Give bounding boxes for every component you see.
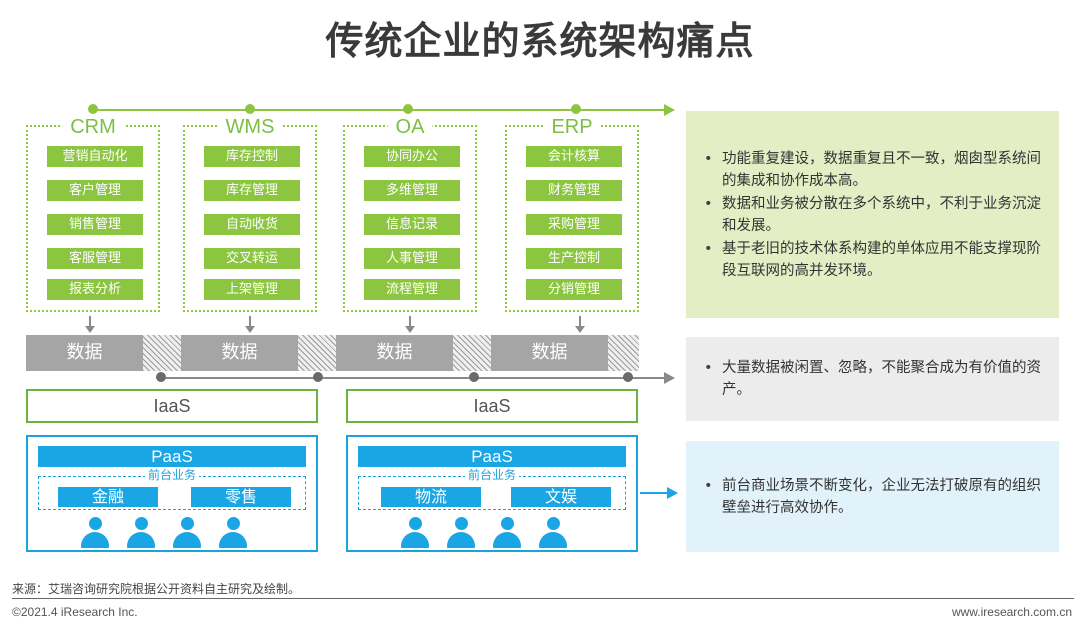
module-box: 营销自动化 — [47, 146, 143, 167]
front-business-label: 前台业务 — [464, 468, 520, 482]
paas-box: PaaS 前台业务 物流 文娱 — [346, 435, 638, 552]
module-box: 财务管理 — [526, 180, 622, 201]
pain-point-bullet: 功能重复建设，数据重复且不一致，烟囱型系统间的集成和协作成本高。 — [704, 148, 1045, 192]
down-arrow — [245, 316, 255, 333]
down-arrow — [405, 316, 415, 333]
timeline-dot — [156, 372, 166, 382]
down-arrow — [575, 316, 585, 333]
timeline-dot — [245, 104, 255, 114]
top-timeline-arrow — [90, 104, 675, 116]
user-icon — [446, 517, 476, 549]
footer-divider — [12, 598, 1074, 599]
data-block: 数据 — [181, 335, 298, 371]
data-hatch — [608, 335, 639, 371]
pain-point-bullet: 大量数据被闲置、忽略，不能聚合成为有价值的资产。 — [704, 357, 1045, 401]
data-block: 数据 — [491, 335, 608, 371]
front-business-area: 前台业务 金融 零售 — [38, 468, 306, 510]
module-box: 上架管理 — [204, 279, 300, 300]
pain-point-bullet: 前台商业场景不断变化，企业无法打破原有的组织壁垒进行高效协作。 — [704, 475, 1045, 519]
module-box: 库存控制 — [204, 146, 300, 167]
paas-bar: PaaS — [358, 446, 626, 467]
pain-point-panel-systems: 功能重复建设，数据重复且不一致，烟囱型系统间的集成和协作成本高。 数据和业务被分… — [686, 111, 1059, 318]
business-box: 零售 — [191, 487, 291, 507]
system-title: WMS — [217, 115, 283, 139]
module-box: 会计核算 — [526, 146, 622, 167]
system-title: OA — [387, 115, 433, 139]
front-business-area: 前台业务 物流 文娱 — [358, 468, 626, 510]
pain-point-panel-front: 前台商业场景不断变化，企业无法打破原有的组织壁垒进行高效协作。 — [686, 441, 1059, 552]
business-box: 文娱 — [511, 487, 611, 507]
down-arrow — [85, 316, 95, 333]
system-crm: CRM 营销自动化 客户管理 销售管理 客服管理 报表分析 — [26, 115, 160, 312]
module-box: 销售管理 — [47, 214, 143, 235]
module-box: 交叉转运 — [204, 248, 300, 269]
timeline-dot — [571, 104, 581, 114]
user-icon — [172, 517, 202, 549]
data-hatch — [453, 335, 491, 371]
module-box: 多维管理 — [364, 180, 460, 201]
middle-timeline-arrow — [160, 372, 675, 384]
iaas-box: IaaS — [346, 389, 638, 423]
paas-bar: PaaS — [38, 446, 306, 467]
module-box: 库存管理 — [204, 180, 300, 201]
module-box: 自动收货 — [204, 214, 300, 235]
iaas-box: IaaS — [26, 389, 318, 423]
module-box: 生产控制 — [526, 248, 622, 269]
system-wms: WMS 库存控制 库存管理 自动收货 交叉转运 上架管理 — [183, 115, 317, 312]
user-icon — [492, 517, 522, 549]
user-icon — [126, 517, 156, 549]
module-box: 采购管理 — [526, 214, 622, 235]
source-note: 来源：艾瑞咨询研究院根据公开资料自主研究及绘制。 — [12, 582, 301, 596]
user-icon — [400, 517, 430, 549]
module-box: 分销管理 — [526, 279, 622, 300]
pain-point-panel-data: 大量数据被闲置、忽略，不能聚合成为有价值的资产。 — [686, 337, 1059, 421]
user-icon — [538, 517, 568, 549]
data-hatch — [298, 335, 336, 371]
module-box: 报表分析 — [47, 279, 143, 300]
system-title: ERP — [543, 115, 601, 139]
system-title: CRM — [62, 115, 124, 139]
system-erp: ERP 会计核算 财务管理 采购管理 生产控制 分销管理 — [505, 115, 639, 312]
system-oa: OA 协同办公 多维管理 信息记录 人事管理 流程管理 — [343, 115, 477, 312]
module-box: 流程管理 — [364, 279, 460, 300]
timeline-dot — [623, 372, 633, 382]
website-url: www.iresearch.com.cn — [951, 605, 1072, 619]
user-icon — [218, 517, 248, 549]
page-title: 传统企业的系统架构痛点 — [325, 19, 755, 63]
timeline-dot — [403, 104, 413, 114]
copyright: ©2021.4 iResearch Inc. — [12, 605, 138, 619]
data-block: 数据 — [336, 335, 453, 371]
timeline-dot — [313, 372, 323, 382]
business-box: 物流 — [381, 487, 481, 507]
paas-arrow — [640, 487, 678, 499]
business-box: 金融 — [58, 487, 158, 507]
data-block: 数据 — [26, 335, 143, 371]
pain-point-bullet: 基于老旧的技术体系构建的单体应用不能支撑现阶段互联网的高并发环境。 — [704, 238, 1045, 282]
timeline-dot — [88, 104, 98, 114]
module-box: 客户管理 — [47, 180, 143, 201]
paas-box: PaaS 前台业务 金融 零售 — [26, 435, 318, 552]
module-box: 协同办公 — [364, 146, 460, 167]
module-box: 信息记录 — [364, 214, 460, 235]
module-box: 人事管理 — [364, 248, 460, 269]
module-box: 客服管理 — [47, 248, 143, 269]
pain-point-bullet: 数据和业务被分散在多个系统中，不利于业务沉淀和发展。 — [704, 193, 1045, 237]
timeline-dot — [469, 372, 479, 382]
data-hatch — [143, 335, 181, 371]
front-business-label: 前台业务 — [144, 468, 200, 482]
user-icon — [80, 517, 110, 549]
